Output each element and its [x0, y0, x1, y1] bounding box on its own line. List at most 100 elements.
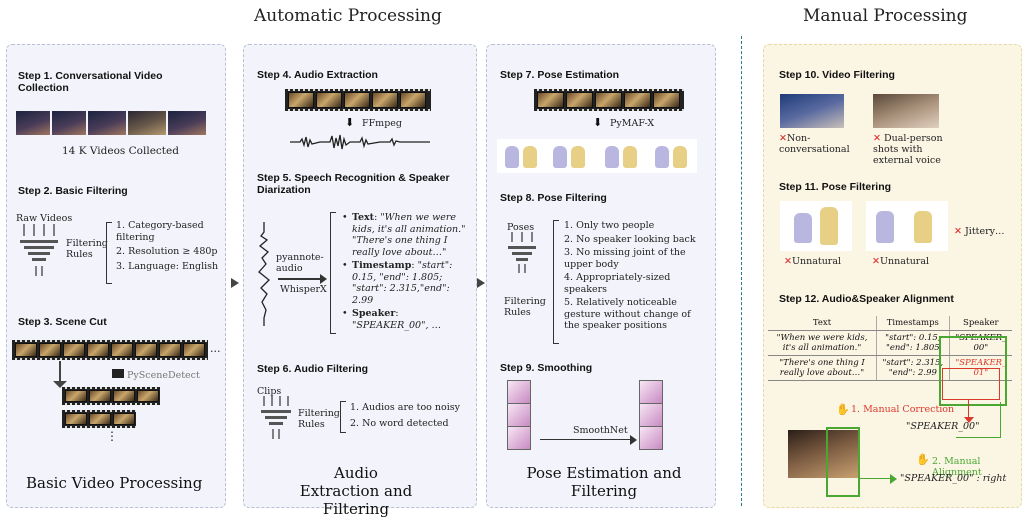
filtering-rules-label-2: Filtering Rules [298, 408, 340, 430]
pose-filter-rules: 1. Only two people 2. No speaker looking… [564, 220, 706, 332]
text-label: Text [352, 212, 375, 223]
rule-item: 5. Relatively noticeable gesture without… [564, 297, 691, 331]
brace-3 [340, 401, 346, 433]
reject-dual-person: ✕ Dual-person shots with external voice [873, 133, 965, 166]
filtering-rules-label-3: Filtering Rules [504, 296, 546, 318]
pose-estimation-title: Pose Estimation and Filtering [526, 464, 682, 500]
scene-cut-arrow [59, 361, 61, 383]
green-speaker-box [826, 427, 860, 497]
audio-extraction-title: Audio Extraction and Filtering [299, 464, 413, 518]
alignment-line-h [956, 437, 1001, 438]
flow-arrow-1 [231, 278, 239, 288]
hand-icon: ✋ [836, 403, 850, 416]
rule-item: 2. No speaker looking back [564, 233, 696, 245]
rule-item: 2. No word detected [350, 417, 449, 429]
step1-title: Step 1. Conversational Video Collection [18, 70, 163, 94]
pyscenedetect-label: PySceneDetect [127, 370, 200, 381]
brace-1 [106, 222, 112, 284]
step9-title: Step 9. Smoothing [500, 362, 593, 374]
film-strip-cut-1 [62, 387, 160, 405]
audio-film-strip [285, 89, 431, 111]
red-x-icon: ✕ [873, 133, 881, 144]
pose-renders [497, 139, 697, 173]
red-x-icon: ✕ [872, 256, 880, 267]
vertical-waveform-icon [258, 222, 270, 326]
clapperboard-icon [112, 369, 124, 378]
asr-arrowhead [320, 274, 327, 284]
table-header: Speaker [948, 316, 1012, 331]
asr-arrow [278, 278, 322, 280]
ffmpeg-label: FFmpeg [362, 118, 402, 129]
rule-item: 3. Language: English [116, 260, 219, 272]
speaker-value: "SPEAKER_00", … [352, 319, 441, 331]
down-arrow-icon: ⬇ [345, 116, 355, 129]
manual-correction-label: 1. Manual Correction [851, 404, 955, 415]
correction-line-v [968, 400, 969, 418]
step10-title: Step 10. Video Filtering [779, 69, 895, 81]
dual-person-thumb [873, 94, 939, 128]
red-highlight-box [942, 368, 1000, 400]
timestamp-label: Timestamp [352, 260, 412, 271]
rule-item: 1. Only two people [564, 220, 655, 231]
red-x-icon: ✕ [954, 226, 962, 237]
step11-title: Step 11. Pose Filtering [779, 181, 892, 193]
audio-extraction-panel [243, 44, 477, 508]
non-conversational-thumb [780, 94, 844, 128]
hand-icon-2: ✋ [916, 453, 930, 466]
step2-title: Step 2. Basic Filtering [18, 185, 128, 197]
unnatural-pose-1 [780, 201, 852, 251]
down-arrow-icon-2: ⬇ [593, 116, 603, 129]
clips-label: Clips [257, 386, 282, 397]
film-strip-cut-2 [62, 410, 136, 428]
pose-film-strip [534, 89, 684, 111]
manual-alignment-label: 2. Manual Alignment [932, 456, 982, 478]
reject-non-conversational: ✕Non-conversational [779, 133, 850, 155]
correction-arrowhead [964, 417, 974, 423]
smooth-arrow [540, 439, 632, 440]
text-value: "When we were kids, it's all animation."… [352, 212, 466, 258]
alignment-video-frame [788, 430, 858, 478]
speaker-label: Speaker [352, 308, 396, 319]
filtering-rules-label-1: Filtering Rules [66, 238, 108, 260]
alignment-arrowhead [890, 474, 897, 484]
section-divider [741, 36, 742, 506]
reject-label: Unnatural [879, 256, 930, 267]
step3-title: Step 3. Scene Cut [18, 316, 107, 328]
step6-title: Step 6. Audio Filtering [257, 363, 369, 375]
alignment-line-v [1000, 402, 1001, 438]
reject-unnatural-2: ✕Unnatural [872, 256, 929, 267]
reject-label: Unnatural [791, 256, 842, 267]
table-cell: "start": 0.15, "end": 1.805 [876, 330, 950, 356]
table-header: Text [768, 316, 877, 331]
videos-collected-label: 14 K Videos Collected [62, 145, 179, 157]
basic-video-processing-title: Basic Video Processing [26, 474, 203, 492]
red-x-icon: ✕ [779, 133, 787, 144]
rule-item: 4. Appropriately-sized speakers [564, 272, 671, 295]
step12-title: Step 12. Audio&Speaker Alignment [779, 293, 954, 305]
green-highlight-box [939, 336, 1007, 406]
raw-videos-label: Raw Videos [16, 213, 73, 224]
whisperx-label: WhisperX [280, 284, 327, 295]
smooth-arrowhead [630, 435, 637, 445]
unnatural-pose-2 [866, 201, 948, 251]
table-cell: "When we were kids, it's all animation." [768, 330, 877, 356]
funnel-icon-2 [261, 396, 291, 439]
scene-cut-arrowhead [53, 381, 67, 388]
flow-arrow-2 [477, 278, 485, 288]
red-x-icon: ✕ [784, 256, 792, 267]
brace-4 [553, 220, 559, 344]
reject-unnatural-1: ✕Unnatural [784, 256, 841, 267]
table-cell: "start": 2.315, "end": 2.99 [876, 355, 950, 381]
film-ellipsis: ... [210, 342, 221, 355]
brace-2 [330, 212, 336, 334]
pymafx-label: PyMAF-X [610, 118, 655, 129]
rule-item: 1. Audios are too noisy [350, 402, 461, 413]
asr-output-list: •Text: "When we were kids, it's all anim… [342, 212, 466, 331]
table-cell: "SPEAKER_ 00" [948, 330, 1012, 356]
table-row: "When we were kids, it's all animation."… [768, 330, 1012, 356]
manual-processing-header: Manual Processing [803, 6, 968, 26]
automatic-processing-header: Automatic Processing [254, 6, 442, 26]
rule-item: 2. Resolution ≥ 480p [116, 246, 218, 257]
film-strip-full [12, 340, 208, 360]
waveform-icon [290, 134, 430, 150]
